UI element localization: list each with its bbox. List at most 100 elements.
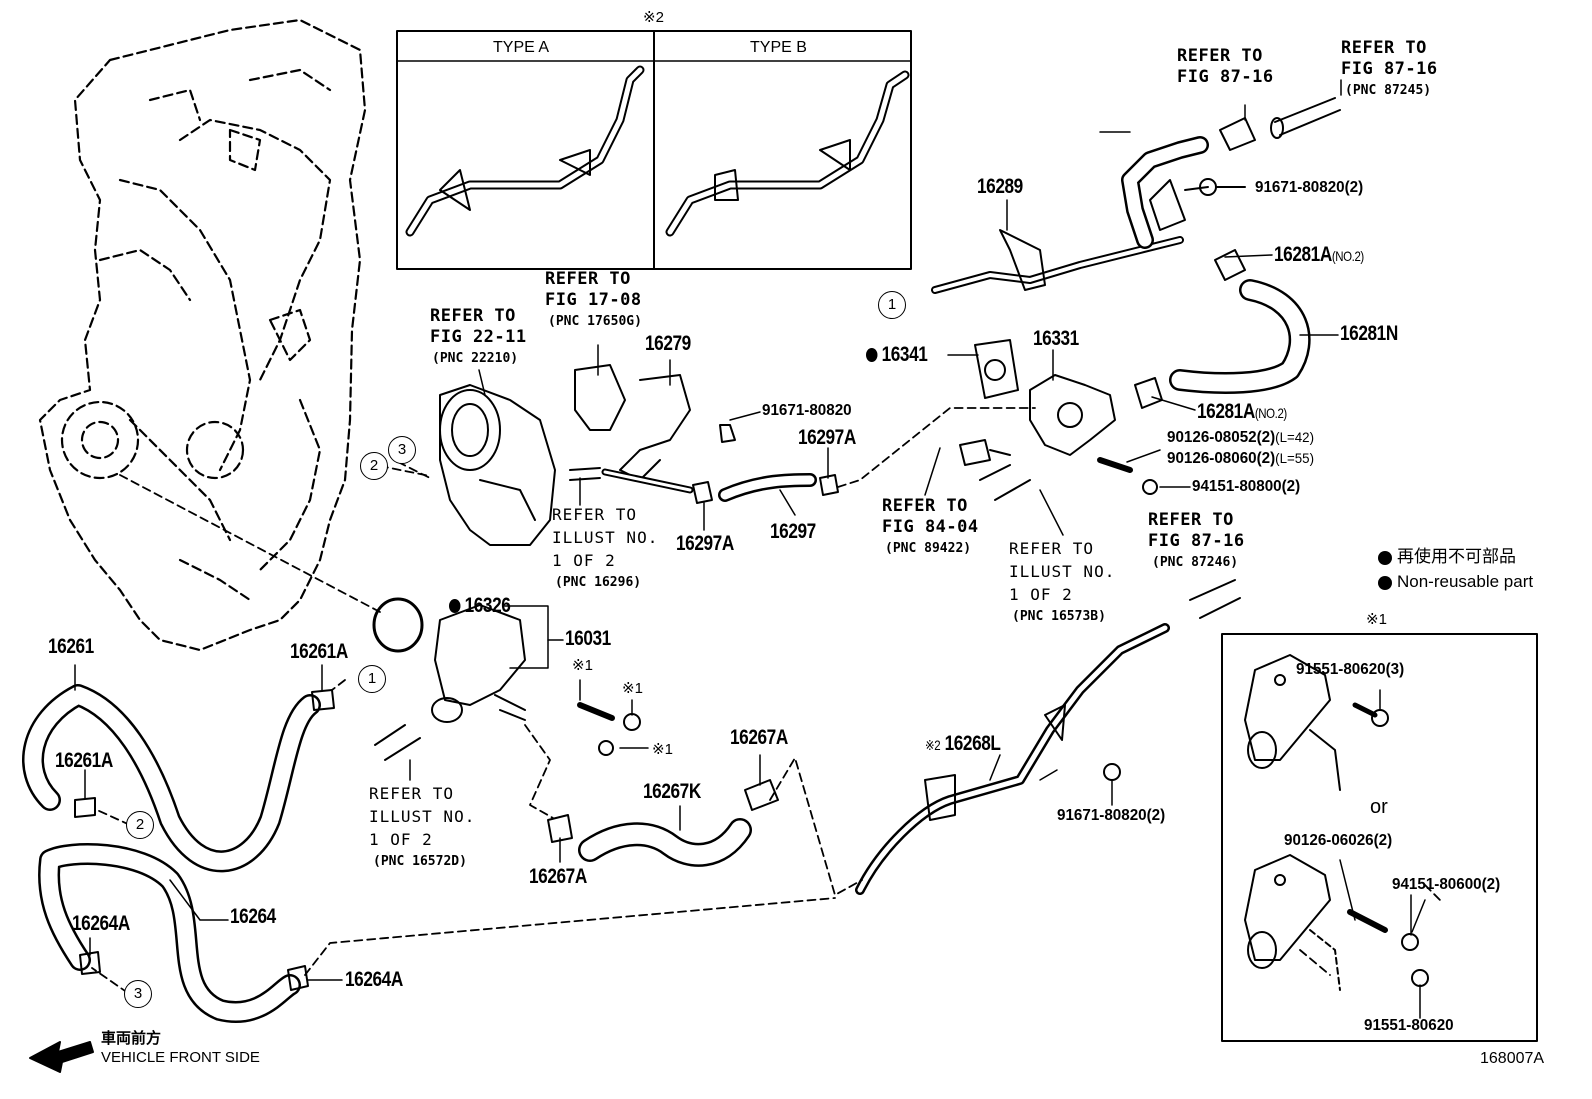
callout-2a: 2 xyxy=(360,452,388,480)
hose-16296 xyxy=(569,467,601,481)
star2-mark: ※2 xyxy=(643,9,664,26)
clamp-16297A-1 xyxy=(692,481,713,504)
ref-1708-l1: REFER TO xyxy=(545,269,631,289)
hose-16573B xyxy=(979,464,1031,501)
ref-8716b-pnc: (PNC 87245) xyxy=(1345,83,1432,98)
clamp-16297A-2 xyxy=(819,474,839,496)
clamp-16281A-2 xyxy=(1134,377,1163,409)
part-16341: 16341 xyxy=(866,344,928,365)
o-ring-16326 xyxy=(372,597,424,653)
housing-16331 xyxy=(1029,374,1116,456)
part-16264: 16264 xyxy=(230,905,276,928)
part-16261A-1: 16261A xyxy=(290,640,348,663)
throttle-body xyxy=(439,384,556,546)
part-16297A-2: 16297A xyxy=(676,532,734,555)
part-16261: 16261 xyxy=(48,635,94,658)
part-16289: 16289 xyxy=(977,175,1023,198)
ref-2211-l2: FIG 22-11 xyxy=(430,327,527,347)
callout-3b: 3 xyxy=(124,980,152,1008)
part-16264A-2: 16264A xyxy=(345,968,403,991)
housing-alt-2 xyxy=(1244,854,1331,961)
ref-1708-l2: FIG 17-08 xyxy=(545,290,642,310)
star1-box-mark: ※1 xyxy=(1366,611,1387,628)
ill-16573B-l1: REFER TO xyxy=(1009,539,1095,558)
bracket-16279 xyxy=(619,374,691,481)
callout-1a: 1 xyxy=(878,291,906,319)
type-b-label: TYPE B xyxy=(750,39,807,56)
part-16297: 16297 xyxy=(770,520,816,543)
ref-8716c-l1: REFER TO xyxy=(1148,510,1234,530)
ill-16572D-l3: 1 OF 2 xyxy=(369,830,433,849)
gasket-16341 xyxy=(974,339,1019,399)
part-16031: 16031 xyxy=(565,627,611,650)
sensor-89422 xyxy=(959,439,1011,466)
clamp-16261A-2 xyxy=(74,797,96,818)
nut-94151-80800: 94151-80800(2) xyxy=(1192,478,1301,495)
part-16281A-2: 16281A(NO.2) xyxy=(1197,400,1287,423)
type-box xyxy=(396,30,912,270)
clamp-16264A-2 xyxy=(287,965,309,991)
ref-8404-l1: REFER TO xyxy=(882,496,968,516)
type-a-label: TYPE A xyxy=(493,39,550,56)
part-16326: 16326 xyxy=(449,595,511,616)
valve-17650G xyxy=(574,364,626,431)
ref-8716b-l2: FIG 87-16 xyxy=(1341,59,1438,79)
figure-code: 168007A xyxy=(1480,1050,1545,1067)
alt-parts-box xyxy=(1221,633,1538,1042)
ref-8716c-l2: FIG 87-16 xyxy=(1148,531,1245,551)
vehicle-front-en: VEHICLE FRONT SIDE xyxy=(101,1049,260,1066)
star1-b: ※1 xyxy=(622,680,643,697)
stud-90126-08060: 90126-08060(2)(L=55) xyxy=(1167,450,1314,467)
legend-en: Non-reusable part xyxy=(1378,573,1533,590)
stud-90126-08052: 90126-08052(2)(L=42) xyxy=(1167,429,1314,446)
ref-8404-l2: FIG 84-04 xyxy=(882,517,979,537)
bolt-91551-80620-3: 91551-80620(3) xyxy=(1296,661,1405,678)
ill-16572D-l2: ILLUST NO. xyxy=(369,807,476,826)
ref-8716a-l1: REFER TO xyxy=(1177,46,1263,66)
ref-1708-pnc: (PNC 17650G) xyxy=(548,314,642,329)
hose-87246 xyxy=(1189,579,1241,619)
hose-16572D xyxy=(374,724,421,761)
ref-8404-pnc: (PNC 89422) xyxy=(885,541,972,556)
part-16267A-2: 16267A xyxy=(529,865,587,888)
nut-94151-80600: 94151-80600(2) xyxy=(1392,876,1501,893)
bolt-91671-80820-2a: 91671-80820(2) xyxy=(1255,179,1364,196)
bolt-91671-80820: 91671-80820 xyxy=(762,402,852,419)
part-16279: 16279 xyxy=(645,332,691,355)
legend-jp: 再使用不可部品 xyxy=(1378,548,1516,565)
pipe-16268L xyxy=(855,623,1170,895)
bolt-91551-80620: 91551-80620 xyxy=(1364,1017,1454,1034)
ill-16572D-l1: REFER TO xyxy=(369,784,455,803)
vehicle-front-jp: 車両前方 xyxy=(101,1030,162,1047)
part-16297A-1: 16297A xyxy=(798,426,856,449)
ref-8716b-l1: REFER TO xyxy=(1341,38,1427,58)
water-bypass-pipe xyxy=(931,136,1209,294)
ill-16573B-pnc: (PNC 16573B) xyxy=(1012,609,1106,624)
stud-90126-06026: 90126-06026(2) xyxy=(1284,832,1393,849)
part-16331: 16331 xyxy=(1033,327,1079,350)
part-16281N: 16281N xyxy=(1340,322,1398,345)
timing-chain-cover xyxy=(38,18,367,652)
clamp-top xyxy=(1219,117,1256,151)
part-16281A-1: 16281A(NO.2) xyxy=(1274,243,1364,266)
ref-8716c-pnc: (PNC 87246) xyxy=(1152,555,1239,570)
part-16267A-1: 16267A xyxy=(730,726,788,749)
stud-90126 xyxy=(1097,457,1133,473)
ill-16296-l1: REFER TO xyxy=(552,505,638,524)
ref-2211-pnc: (PNC 22210) xyxy=(432,351,519,366)
part-16261A-2: 16261A xyxy=(55,749,113,772)
clamp-16261A-1 xyxy=(311,689,335,711)
clamp-16264A-1 xyxy=(79,951,101,975)
ill-16573B-l2: ILLUST NO. xyxy=(1009,562,1116,581)
or-label: or xyxy=(1370,796,1388,818)
part-16268L: ※2 16268L xyxy=(925,732,1001,755)
callout-1b: 1 xyxy=(358,665,386,693)
callout-2b: 2 xyxy=(126,811,154,839)
part-16267K: 16267K xyxy=(643,780,701,803)
callout-3a: 3 xyxy=(388,436,416,464)
ill-16296-l2: ILLUST NO. xyxy=(552,528,659,547)
ref-2211-l1: REFER TO xyxy=(430,306,516,326)
ill-16572D-pnc: (PNC 16572D) xyxy=(373,854,467,869)
clamp-16281A xyxy=(1214,249,1246,281)
water-inlet-16031 xyxy=(434,604,526,706)
